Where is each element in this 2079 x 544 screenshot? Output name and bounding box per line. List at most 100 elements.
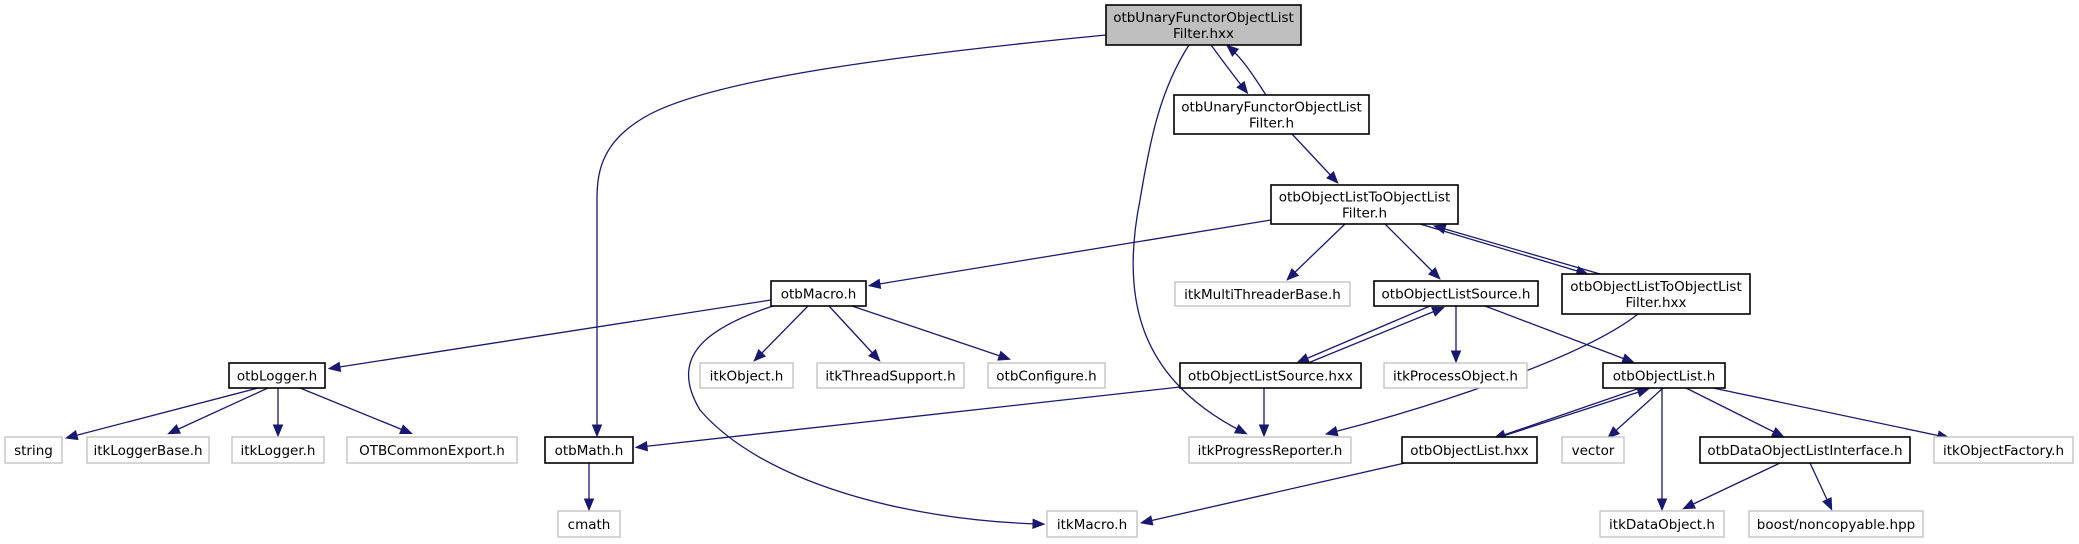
arrowhead-icon <box>1286 268 1300 281</box>
arrowhead-icon <box>272 424 284 438</box>
arrowhead-icon <box>1431 306 1445 317</box>
node-box <box>231 436 325 464</box>
node-label: itkDataObject.h <box>1609 517 1715 533</box>
edge-macro-to-itkmacro <box>687 305 1046 530</box>
edge-line <box>828 305 878 359</box>
edge-ols_h-to-ols_hxx <box>1296 305 1431 364</box>
node-box <box>228 362 326 389</box>
edge-macro-to-threadsupport <box>828 305 881 362</box>
edge-logger-to-itklogger <box>272 388 284 438</box>
arrowhead-icon <box>1682 499 1697 510</box>
node-objectlist_hxx[interactable]: otbObjectList.hxx <box>1401 436 1538 464</box>
edge-line <box>639 386 1181 448</box>
arrowhead-icon <box>1139 515 1154 526</box>
arrowhead-icon <box>583 498 595 512</box>
node-box <box>987 362 1106 389</box>
node-objectfactory: itkObjectFactory.h <box>1933 436 2074 464</box>
edge-ol2ol_h-to-ols_h <box>1384 223 1441 280</box>
edge-unary_h-to-root <box>1225 44 1267 96</box>
edge-line <box>1712 387 1946 438</box>
node-itkobject: itkObject.h <box>699 362 794 389</box>
node-box <box>816 362 965 389</box>
node-box <box>1188 436 1352 464</box>
edge-logger-to-string <box>64 387 259 441</box>
node-box <box>1174 281 1351 307</box>
node-box <box>770 280 867 307</box>
node-label: otbLogger.h <box>237 369 317 385</box>
nodes-layer: otbUnaryFunctorObjectListFilter.hxxotbUn… <box>4 4 2074 538</box>
node-box <box>86 436 210 464</box>
node-box <box>1401 436 1538 464</box>
node-objectlist_h[interactable]: otbObjectList.h <box>1602 362 1726 389</box>
arrowhead-icon <box>399 424 413 435</box>
node-box <box>1699 436 1911 464</box>
edge-line <box>872 219 1272 286</box>
node-box <box>1561 273 1751 315</box>
node-label: otbUnaryFunctorObjectList <box>1113 10 1294 26</box>
edge-line <box>1132 44 1244 433</box>
edge-line <box>1144 462 1406 523</box>
node-dataobjlistif[interactable]: otbDataObjectListInterface.h <box>1699 436 1911 464</box>
node-label: itkMultiThreaderBase.h <box>1184 287 1341 303</box>
edge-ol2ol_h-to-macro <box>867 219 1272 289</box>
edge-line <box>299 387 409 433</box>
arrowhead-icon <box>1427 266 1441 280</box>
arrowhead-icon <box>1324 426 1339 437</box>
edge-logger-to-commonexport <box>299 387 413 435</box>
arrowhead-icon <box>1233 423 1248 435</box>
edge-line <box>1210 44 1246 91</box>
edge-line <box>1289 223 1346 278</box>
node-dataobject: itkDataObject.h <box>1599 510 1725 538</box>
node-box <box>1383 362 1528 389</box>
node-ols_h[interactable]: otbObjectListSource.h <box>1373 280 1539 307</box>
node-label: itkMacro.h <box>1057 517 1127 533</box>
edge-line <box>1307 308 1441 364</box>
node-box <box>1046 510 1138 538</box>
node-label: Filter.hxx <box>1173 26 1234 42</box>
arrowhead-icon <box>1656 498 1668 512</box>
node-box <box>544 436 634 464</box>
node-ols_hxx[interactable]: otbObjectListSource.hxx <box>1179 362 1362 389</box>
node-label: cmath <box>568 517 611 533</box>
edge-ol2ol_h-to-multithreader <box>1286 223 1346 281</box>
edge-ols_h-to-processobject <box>1450 306 1462 364</box>
arrowhead-icon <box>867 278 882 289</box>
edge-objectlist_h-to-dataobject <box>1656 388 1668 512</box>
arrowhead-icon <box>868 348 881 362</box>
node-label: Filter.h <box>1249 116 1294 132</box>
edge-line <box>1384 223 1438 277</box>
arrowhead-icon <box>1621 353 1635 364</box>
node-box <box>699 362 794 389</box>
node-box <box>1373 280 1539 307</box>
edge-line <box>596 34 1107 432</box>
node-macro[interactable]: otbMacro.h <box>770 280 867 307</box>
node-box <box>557 510 621 538</box>
edge-unary_h-to-ol2ol_h <box>1291 133 1339 184</box>
node-box <box>1561 436 1625 464</box>
node-math[interactable]: otbMath.h <box>544 436 634 464</box>
node-label: otbMath.h <box>555 443 624 459</box>
edge-line <box>1437 226 1601 275</box>
node-logger[interactable]: otbLogger.h <box>228 362 326 389</box>
edge-line <box>1419 223 1585 274</box>
edge-ols_hxx-to-progress <box>1258 388 1270 438</box>
edge-objectlist_h-to-dataobjlistif <box>1685 387 1785 438</box>
arrowhead-icon <box>167 424 182 435</box>
arrowhead-icon <box>1032 518 1046 530</box>
node-label: otbObjectList.h <box>1613 369 1716 385</box>
edge-ol2ol_h-to-ol2ol_hxx <box>1419 223 1590 276</box>
node-label: vector <box>1572 443 1615 459</box>
node-label: otbDataObjectListInterface.h <box>1707 443 1902 459</box>
edge-math-to-cmath <box>583 463 595 512</box>
arrowhead-icon <box>1225 44 1240 57</box>
node-label: itkObjectFactory.h <box>1943 443 2064 459</box>
edge-ols_hxx-to-ols_h <box>1307 306 1445 364</box>
arrowhead-icon <box>1326 170 1339 184</box>
node-itklogger: itkLogger.h <box>231 436 325 464</box>
edge-line <box>171 387 269 433</box>
